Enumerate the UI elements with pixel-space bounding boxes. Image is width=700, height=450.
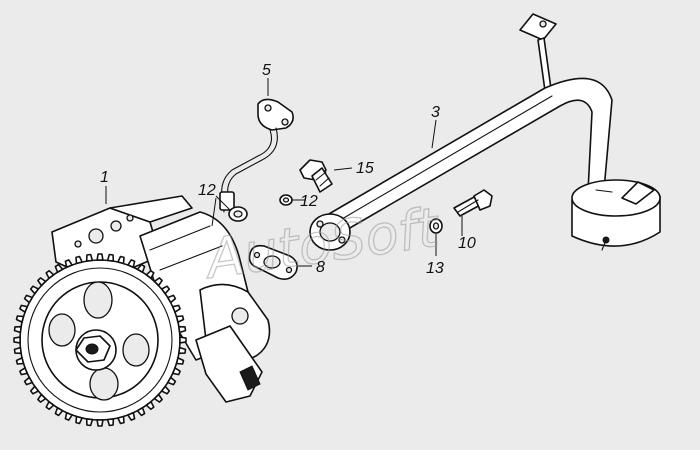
bolt-15: [299, 159, 333, 193]
callout-1: 1: [100, 169, 109, 186]
callout-12-left: 12: [198, 182, 216, 199]
callout-8: 8: [316, 259, 325, 276]
gear-tooth: [54, 406, 64, 417]
gear-tooth: [85, 253, 94, 262]
gear-tooth: [29, 285, 40, 295]
gear-tooth: [64, 411, 73, 421]
gear-tooth: [136, 263, 146, 274]
gear-tooth: [75, 255, 83, 265]
gear-tooth: [45, 269, 55, 280]
gear-tooth: [106, 418, 115, 427]
gear-tooth: [178, 346, 187, 355]
gear-tooth: [15, 315, 25, 323]
gear-tooth: [179, 336, 187, 344]
gear-tooth: [13, 325, 22, 334]
leader-lines: [105, 78, 463, 267]
gear-tooth: [96, 253, 104, 261]
gear-tooth: [117, 255, 125, 265]
oil-tube-with-flange: [219, 98, 294, 213]
callout-15: 15: [356, 160, 374, 177]
oil-intake-pipe: [309, 13, 661, 251]
gear-tooth: [23, 376, 34, 386]
callout-13: 13: [426, 260, 444, 277]
gear-tooth: [45, 400, 55, 411]
gear-tooth: [167, 294, 177, 304]
gear-tooth: [153, 277, 163, 287]
gear-tooth: [15, 357, 25, 365]
gear-tooth: [145, 400, 155, 411]
callout-12-right: 12: [300, 193, 318, 210]
spring-washer: [429, 218, 443, 234]
gear-tooth: [127, 411, 136, 421]
callout-5: 5: [262, 62, 271, 79]
gear-tooth: [19, 304, 29, 313]
gear-tooth: [75, 415, 83, 425]
gear-tooth: [178, 325, 187, 334]
gear-tooth: [175, 315, 185, 323]
gear-teeth: [13, 253, 187, 427]
gear-tooth: [85, 418, 94, 427]
gear-tooth: [172, 367, 181, 376]
gear-tooth: [136, 406, 146, 417]
gear-tooth: [37, 277, 47, 287]
gasket: [248, 244, 298, 280]
gear-tooth: [96, 419, 104, 427]
gear-tooth: [13, 336, 21, 344]
gear-tooth: [64, 259, 73, 269]
gear-tooth: [127, 259, 136, 269]
callout-3: 3: [431, 104, 440, 121]
gear-tooth: [167, 376, 177, 386]
gear-tooth: [13, 346, 22, 355]
callout-labels: 1 3 5 8 10 12 12 13 15: [100, 62, 476, 277]
gear-tooth: [160, 285, 171, 295]
gear-tooth: [29, 385, 40, 395]
gear-tooth: [106, 253, 115, 262]
gear-tooth: [19, 367, 29, 376]
gear-tooth: [145, 269, 155, 280]
oil-pump-assembly: [13, 195, 271, 427]
gear-tooth: [117, 415, 125, 425]
gear-tooth: [23, 294, 34, 304]
gear-tooth: [54, 263, 64, 274]
gear-tooth: [153, 393, 163, 403]
gear-tooth: [160, 385, 171, 395]
gear-tooth: [37, 393, 47, 403]
gear-tooth: [172, 304, 181, 313]
callout-10: 10: [458, 235, 476, 252]
bolt-10: [453, 189, 493, 217]
gear-tooth: [175, 357, 185, 365]
